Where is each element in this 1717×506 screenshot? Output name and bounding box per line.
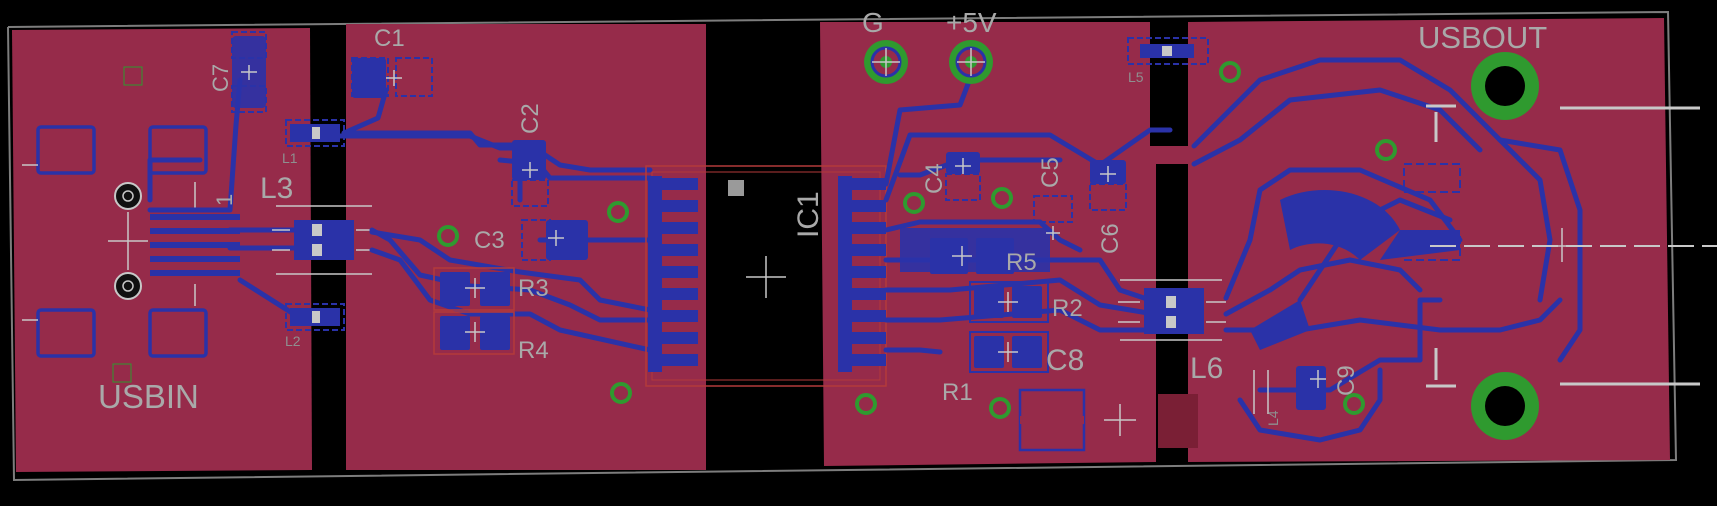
l2-footprint bbox=[285, 303, 345, 331]
label-l5: L5 bbox=[1128, 69, 1144, 85]
label-c8: C8 bbox=[1046, 344, 1084, 377]
usb-pad-tl bbox=[36, 125, 96, 175]
c9-footprint bbox=[1253, 366, 1326, 414]
via-uo-3 bbox=[1343, 393, 1365, 415]
mid-right-section: G +5V C4 C5 C6 R5 R2 bbox=[855, 7, 1173, 452]
label-c6: C6 bbox=[1097, 223, 1124, 254]
r3-footprint bbox=[433, 267, 515, 311]
label-r5: R5 bbox=[1006, 249, 1037, 276]
usbin-via-square-1 bbox=[123, 66, 143, 86]
label-c3: C3 bbox=[474, 227, 505, 254]
l5-footprint bbox=[1127, 37, 1209, 65]
r1-footprint bbox=[969, 331, 1049, 373]
label-r1: R1 bbox=[942, 379, 973, 406]
r2-footprint bbox=[969, 281, 1049, 323]
usb-pad-br bbox=[148, 308, 208, 358]
via-mr-4 bbox=[989, 397, 1011, 419]
usb-pad-bl bbox=[36, 308, 96, 358]
r5-footprint bbox=[930, 238, 1014, 274]
label-l4: L4 bbox=[1265, 410, 1281, 426]
via-ml-3 bbox=[610, 382, 632, 404]
label-c4: C4 bbox=[921, 163, 948, 194]
usb-pad-tr bbox=[148, 125, 208, 175]
filter-inductors: L1 L3 L2 bbox=[260, 119, 372, 349]
label-l2: L2 bbox=[285, 333, 301, 349]
via-mr-3 bbox=[855, 393, 877, 415]
l1-footprint bbox=[285, 119, 345, 147]
label-c7: C7 bbox=[208, 64, 233, 92]
label-usbin: USBIN bbox=[98, 378, 199, 415]
label-l1: L1 bbox=[282, 150, 298, 166]
r4-footprint bbox=[433, 311, 515, 355]
usb-hole-top bbox=[114, 182, 142, 210]
label-5v: +5V bbox=[946, 7, 997, 38]
label-l3: L3 bbox=[260, 172, 293, 205]
label-pin1: 1 bbox=[212, 194, 237, 206]
via-mr-2 bbox=[991, 187, 1013, 209]
output-inductors: L5 L6 bbox=[1118, 37, 1226, 385]
label-c9: C9 bbox=[1333, 365, 1360, 396]
label-c2: C2 bbox=[517, 103, 544, 134]
ic1-pin1-marker bbox=[728, 180, 744, 196]
pour-bridge bbox=[1150, 146, 1190, 164]
label-r2: R2 bbox=[1052, 295, 1083, 322]
label-usbout: USBOUT bbox=[1418, 20, 1547, 55]
mid-left-section: C1 C2 C3 R3 R4 bbox=[337, 25, 653, 404]
pour-pad-dark bbox=[1158, 394, 1198, 448]
label-l6: L6 bbox=[1190, 352, 1223, 385]
label-ic1: IC1 bbox=[792, 191, 825, 238]
via-ml-2 bbox=[607, 201, 629, 223]
usbout-section: L4 C9 USBOUT bbox=[1191, 20, 1717, 443]
label-r4: R4 bbox=[518, 337, 549, 364]
usb-hole-bottom bbox=[114, 272, 142, 300]
label-c1: C1 bbox=[374, 25, 405, 52]
board-outline bbox=[7, 10, 1678, 482]
label-g: G bbox=[862, 7, 884, 38]
ic1-footprint: IC1 bbox=[645, 165, 887, 387]
via-uo-2 bbox=[1375, 139, 1397, 161]
usbout-thick-traces bbox=[1250, 190, 1460, 350]
usbin-via-square-2 bbox=[112, 363, 132, 383]
via-ml-1 bbox=[437, 225, 459, 247]
c8-footprint bbox=[1018, 388, 1086, 452]
via-uo-1 bbox=[1219, 61, 1241, 83]
label-r3: R3 bbox=[518, 275, 549, 302]
usbout-connector-silk bbox=[1426, 104, 1700, 388]
label-c5: C5 bbox=[1037, 157, 1064, 188]
via-mr-1 bbox=[903, 192, 925, 214]
